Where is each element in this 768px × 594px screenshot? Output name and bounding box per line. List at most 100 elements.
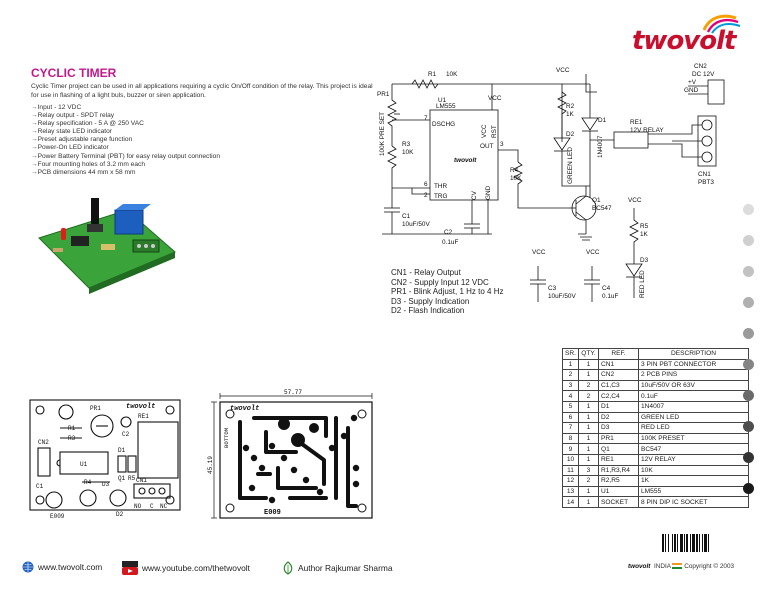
country-text: INDIA: [653, 563, 671, 570]
copyright-year: 2003: [719, 563, 735, 570]
barcode-bar: [662, 534, 664, 552]
cell-ref: D3: [598, 422, 639, 434]
cell-sr: 2: [562, 369, 579, 381]
schematic-notes: CN1 - Relay Output CN2 - Supply Input 12…: [391, 268, 504, 316]
author-text: Author Rajkumar Sharma: [298, 563, 393, 573]
svg-text:D3: D3: [640, 257, 649, 264]
svg-text:NO: NO: [134, 503, 142, 510]
svg-text:GND: GND: [485, 185, 492, 200]
cell-sr: 12: [562, 475, 579, 487]
barcode-bar: [677, 534, 678, 552]
feature-item: Power Battery Terminal (PBT) for easy re…: [31, 153, 220, 161]
col-header-ref: REF.: [598, 348, 639, 360]
cell-description: 2 PCB PINS: [638, 369, 749, 381]
col-header-qty: QTY.: [578, 348, 599, 360]
note-line: CN1 - Relay Output: [391, 268, 461, 277]
cell-description: GREEN LED: [638, 411, 749, 424]
svg-text:0.1uF: 0.1uF: [442, 239, 458, 246]
cell-description: LM555: [638, 485, 749, 498]
side-dot: [743, 204, 754, 215]
svg-text:U1: U1: [80, 461, 88, 468]
svg-text:R5: R5: [128, 475, 136, 482]
logo-swoosh-icon: [702, 14, 741, 34]
side-dot: [743, 452, 754, 463]
svg-text:10K: 10K: [446, 71, 458, 78]
cell-ref: Q1: [598, 443, 639, 455]
page-title: CYCLIC TIMER: [31, 66, 117, 80]
barcode-bar: [702, 534, 703, 552]
svg-text:RST: RST: [491, 125, 498, 138]
svg-text:U1: U1: [438, 97, 447, 104]
svg-text:R1: R1: [68, 425, 76, 432]
svg-text:DSCHG: DSCHG: [432, 121, 455, 128]
cell-ref: CN1: [598, 358, 639, 371]
cell-sr: 3: [562, 379, 579, 392]
side-dot: [743, 266, 754, 277]
svg-text:57.77: 57.77: [284, 389, 302, 396]
note-line: D3 - Supply Indication: [391, 296, 470, 306]
cell-sr: 11: [562, 464, 579, 477]
cell-ref: D1: [598, 400, 639, 413]
cell-sr: 6: [562, 411, 579, 424]
cell-qty: 1: [578, 411, 599, 424]
cell-qty: 2: [578, 475, 599, 487]
copyright-text: Copyright: [684, 563, 712, 570]
barcode-icon: [662, 534, 709, 552]
svg-text:GREEN LED: GREEN LED: [567, 147, 574, 184]
svg-text:Q1: Q1: [118, 475, 126, 482]
cell-description: BC547: [638, 443, 749, 455]
svg-text:CN1: CN1: [136, 477, 147, 484]
cell-ref: R2,R5: [598, 475, 639, 487]
svg-text:C2: C2: [444, 229, 453, 236]
footer-youtube-link[interactable]: www.youtube.com/thetwovolt: [122, 561, 250, 575]
cell-ref: SOCKET: [598, 496, 639, 508]
cell-sr: 9: [562, 443, 579, 455]
cell-sr: 1: [562, 358, 579, 371]
feature-item: Power-On LED indicator: [31, 144, 220, 152]
svg-text:PR1: PR1: [377, 91, 390, 98]
svg-text:45.19: 45.19: [207, 456, 214, 474]
copyright-brand: twovolt: [628, 563, 651, 570]
svg-text:2: 2: [424, 192, 428, 199]
cell-qty: 1: [578, 358, 599, 371]
feature-item: PCB dimensions 44 mm x 58 mm: [31, 169, 220, 177]
barcode-bar: [684, 534, 685, 552]
svg-text:10K: 10K: [510, 175, 522, 182]
barcode-bar: [690, 534, 691, 552]
svg-text:LM555: LM555: [436, 103, 456, 110]
svg-text:6: 6: [424, 181, 428, 188]
svg-text:D2: D2: [566, 131, 575, 138]
footer-website-link[interactable]: www.twovolt.com: [22, 561, 102, 573]
svg-text:R4: R4: [510, 167, 519, 174]
copyright-line: twovolt INDIA Copyright © 2003: [628, 563, 734, 570]
svg-text:7: 7: [424, 115, 428, 122]
svg-text:1N4007: 1N4007: [597, 135, 604, 158]
cell-qty: 3: [578, 464, 599, 477]
feature-item: Input - 12 VDC: [31, 104, 220, 112]
cell-qty: 1: [578, 400, 599, 413]
svg-text:THR: THR: [434, 183, 448, 190]
feature-item: Relay specification - 5 A @ 250 VAC: [31, 120, 220, 128]
svg-text:R3: R3: [68, 435, 76, 442]
svg-text:1K: 1K: [566, 111, 575, 118]
table-header-row: SR. QTY. REF. DESCRIPTION: [562, 348, 749, 360]
svg-text:DC 12V: DC 12V: [692, 71, 715, 78]
svg-text:1K: 1K: [640, 231, 649, 238]
svg-text:C3: C3: [548, 285, 557, 292]
cell-sr: 7: [562, 422, 579, 434]
svg-text:TRG: TRG: [434, 193, 448, 200]
copyright-icon: ©: [713, 563, 719, 570]
col-header-description: DESCRIPTION: [638, 348, 749, 360]
svg-text:C2: C2: [122, 431, 130, 438]
cell-qty: 1: [578, 443, 599, 455]
svg-text:R3: R3: [402, 141, 411, 148]
cell-description: RED LED: [638, 422, 749, 434]
cell-description: 1N4007: [638, 400, 749, 413]
svg-text:CN2: CN2: [38, 439, 49, 446]
svg-text:CN2: CN2: [694, 63, 707, 70]
cell-sr: 10: [562, 453, 579, 466]
